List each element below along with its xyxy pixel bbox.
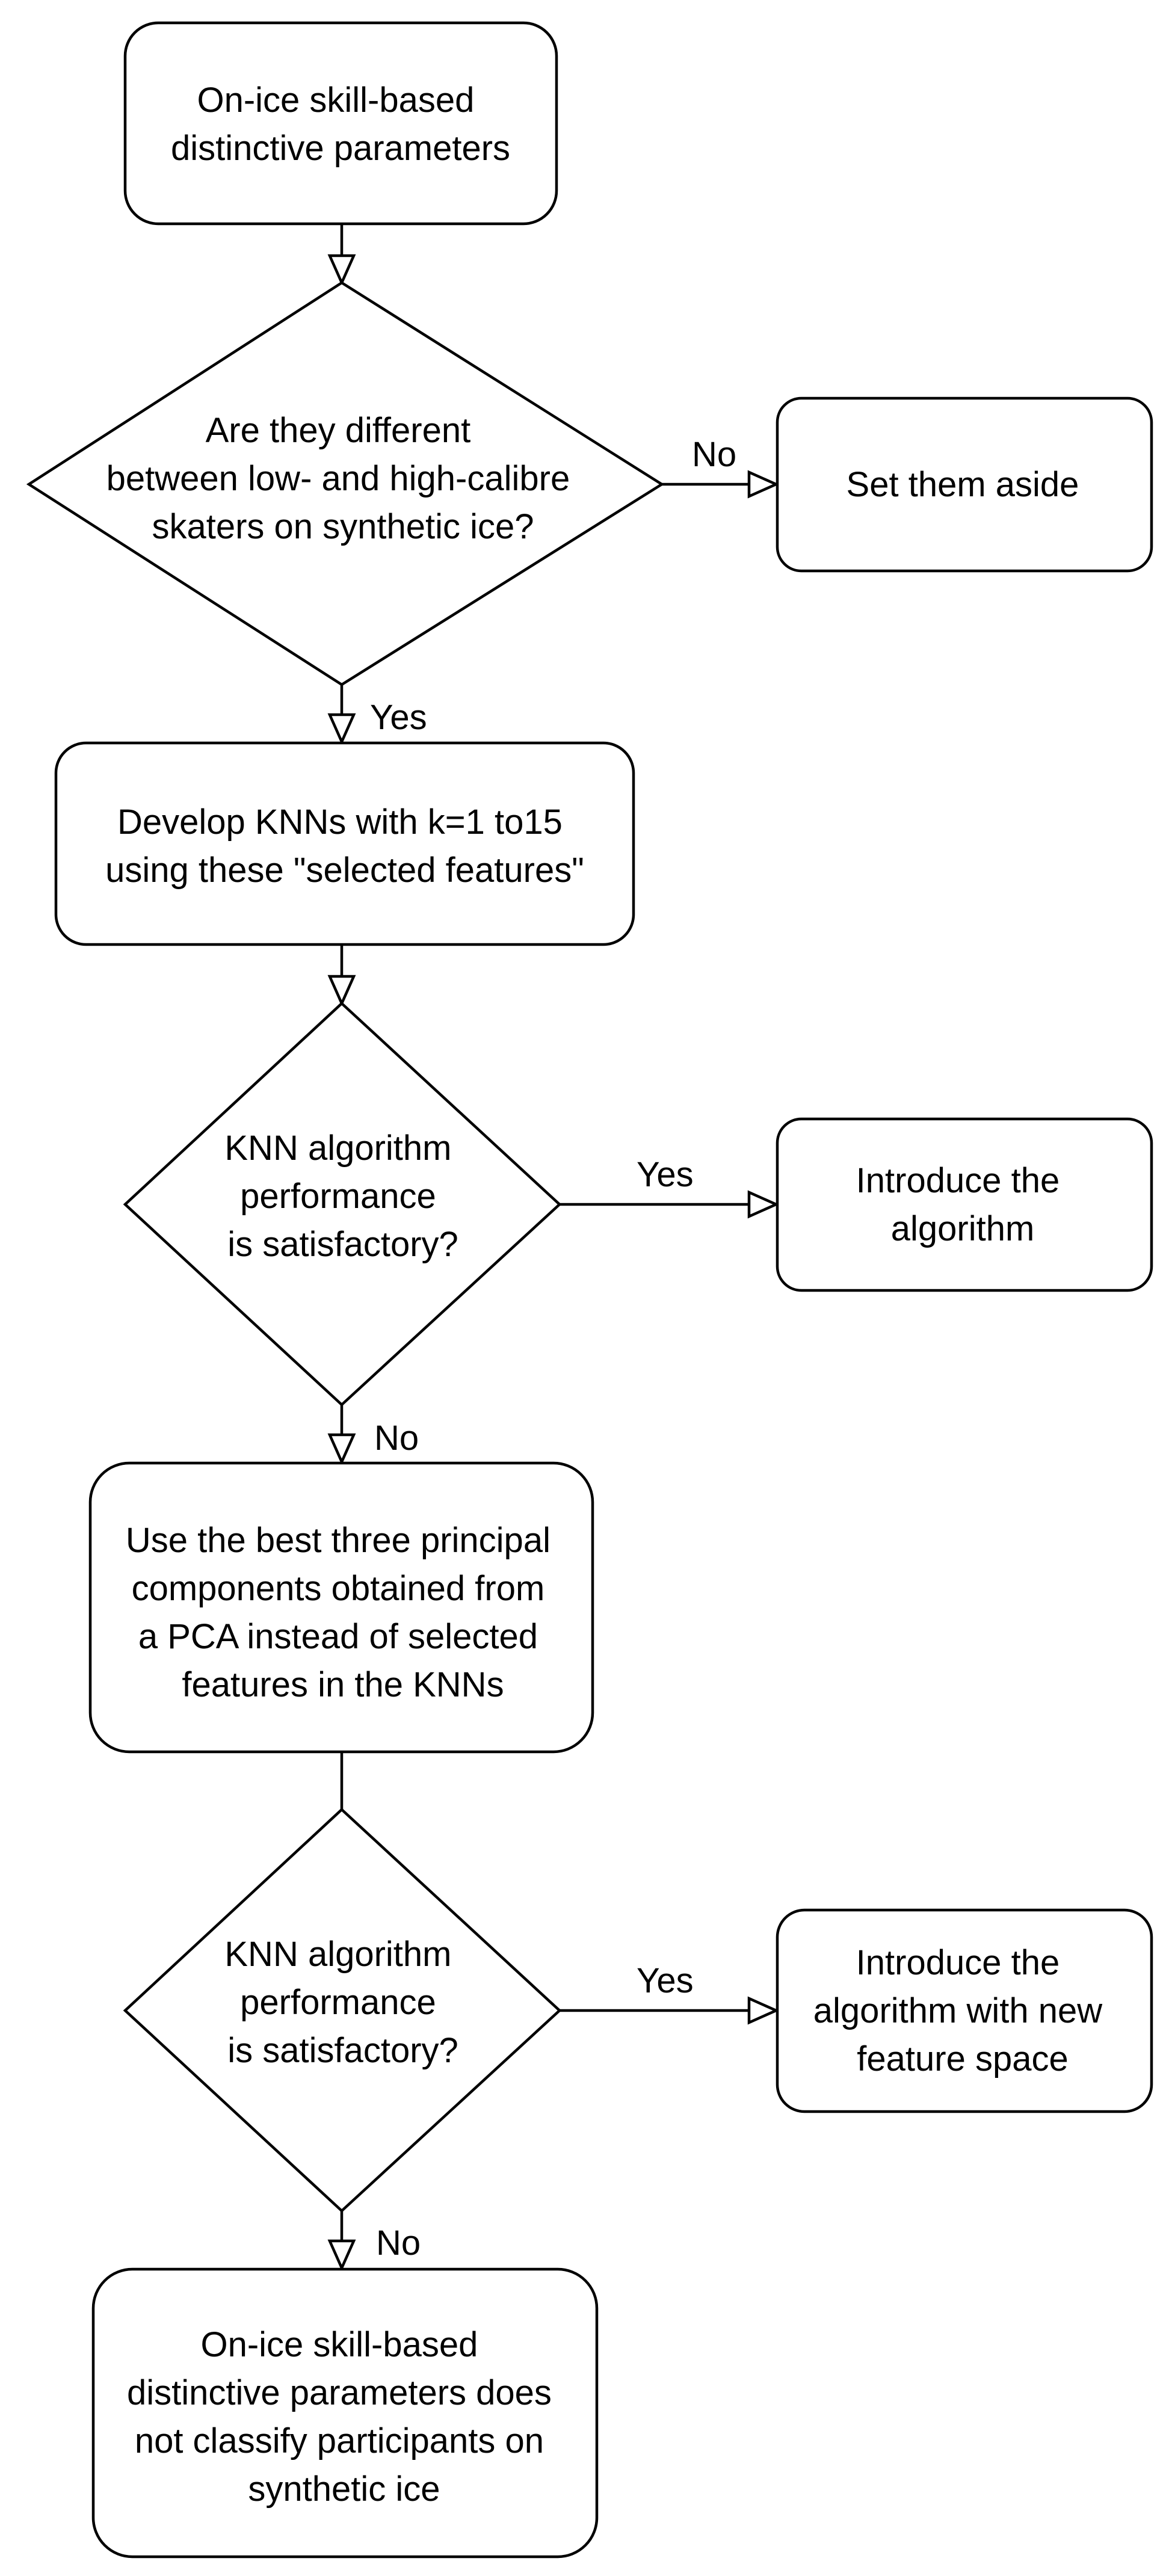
decision-knn-1-line-2: performance — [240, 1177, 436, 1216]
end-node-line-2: distinctive parameters does — [127, 2373, 552, 2412]
arrowhead-decision-to-set-aside — [747, 470, 780, 499]
decision-different-line-3: skaters on synthetic ice? — [152, 507, 534, 546]
svg-text:Introduce the algorithm: Introduce the algorithm with new feature… — [813, 1943, 1112, 2078]
start-node: On-ice skill-based distinctive parameter… — [123, 21, 558, 226]
arrowhead-knn2-to-end — [327, 2239, 356, 2272]
svg-text:Are they different betwe: Are they different between low- and high… — [106, 411, 580, 546]
use-pca-line-1: Use the best three principal — [126, 1521, 551, 1560]
decision-different-node: Are they different between low- and high… — [26, 281, 665, 686]
decision-different-line-2: between low- and high-calibre — [106, 459, 570, 498]
decision-different-line-1: Are they different — [206, 411, 471, 450]
svg-text:On-ice skill-based disti: On-ice skill-based distinctive parameter… — [127, 2325, 561, 2509]
arrowhead-knn1-to-introduce — [747, 1190, 780, 1219]
edge-label-no-set-aside: No — [692, 435, 736, 474]
introduce-new-space-line-3: feature space — [857, 2039, 1068, 2078]
introduce-algorithm-line-1: Introduce the — [856, 1161, 1060, 1200]
edge-label-no-pca: No — [374, 1419, 419, 1458]
start-node-line-2: distinctive parameters — [171, 129, 510, 168]
svg-text:KNN algorithm performanc: KNN algorithm performance is satisfactor… — [224, 1129, 461, 1264]
arrowhead-knn2-to-introduce-new — [747, 1996, 780, 2025]
edge-label-yes-introduce-new: Yes — [637, 1961, 694, 2000]
arrowhead-decision-to-develop — [327, 713, 356, 745]
decision-knn-2-line-2: performance — [240, 1983, 436, 2022]
introduce-new-space-line-2: algorithm with new — [813, 1991, 1103, 2030]
arrowhead-develop-to-knn1 — [327, 975, 356, 1007]
decision-knn-1-line-3: is satisfactory? — [227, 1225, 458, 1264]
svg-text:On-ice skill-based disti: On-ice skill-based distinctive parameter… — [171, 81, 510, 168]
end-node-line-4: synthetic ice — [248, 2470, 440, 2509]
set-aside-line-1: Set them aside — [847, 465, 1079, 504]
edge-label-yes-develop: Yes — [370, 698, 427, 737]
svg-text:Develop KNNs with k=1 to15: Develop KNNs with k=1 to15 using these "… — [105, 803, 584, 890]
arrowhead-start-to-decision — [327, 254, 356, 286]
svg-text:KNN algorithm performanc: KNN algorithm performance is satisfactor… — [224, 1935, 461, 2070]
decision-knn-2-line-3: is satisfactory? — [227, 2031, 458, 2070]
edge-label-yes-introduce: Yes — [637, 1155, 694, 1194]
develop-knn-node: Develop KNNs with k=1 to15 using these "… — [54, 741, 635, 946]
start-node-line-1: On-ice skill-based — [197, 81, 474, 120]
end-node-line-3: not classify participants on — [135, 2421, 544, 2460]
use-pca-node: Use the best three principal components … — [88, 1461, 594, 1754]
introduce-new-space-line-1: Introduce the — [856, 1943, 1060, 1982]
end-node: On-ice skill-based distinctive parameter… — [91, 2267, 599, 2559]
decision-knn-2-node: KNN algorithm performance is satisfactor… — [123, 1807, 562, 2213]
develop-knn-line-1: Develop KNNs with k=1 to15 — [117, 803, 563, 842]
introduce-new-space-node: Introduce the algorithm with new feature… — [776, 1908, 1153, 2113]
introduce-algorithm-line-2: algorithm — [891, 1209, 1035, 1248]
decision-knn-2-line-1: KNN algorithm — [224, 1935, 451, 1974]
edge-label-no-end: No — [376, 2223, 421, 2263]
use-pca-line-3: a PCA instead of selected — [138, 1617, 538, 1656]
use-pca-line-2: components obtained from — [132, 1569, 545, 1608]
introduce-algorithm-node: Introduce the algorithm — [776, 1117, 1153, 1292]
decision-knn-1-node: KNN algorithm performance is satisfactor… — [123, 1001, 562, 1407]
svg-text:Use the best three principal: Use the best three principal components … — [126, 1521, 560, 1704]
end-node-line-1: On-ice skill-based — [200, 2325, 478, 2364]
set-aside-node: Set them aside — [776, 396, 1153, 573]
use-pca-line-4: features in the KNNs — [182, 1665, 504, 1704]
arrowhead-knn1-to-pca — [327, 1433, 356, 1465]
decision-knn-1-line-1: KNN algorithm — [224, 1129, 451, 1168]
develop-knn-line-2: using these "selected features" — [105, 851, 584, 890]
svg-text:Introduce the algorithm: Introduce the algorithm — [856, 1161, 1070, 1248]
